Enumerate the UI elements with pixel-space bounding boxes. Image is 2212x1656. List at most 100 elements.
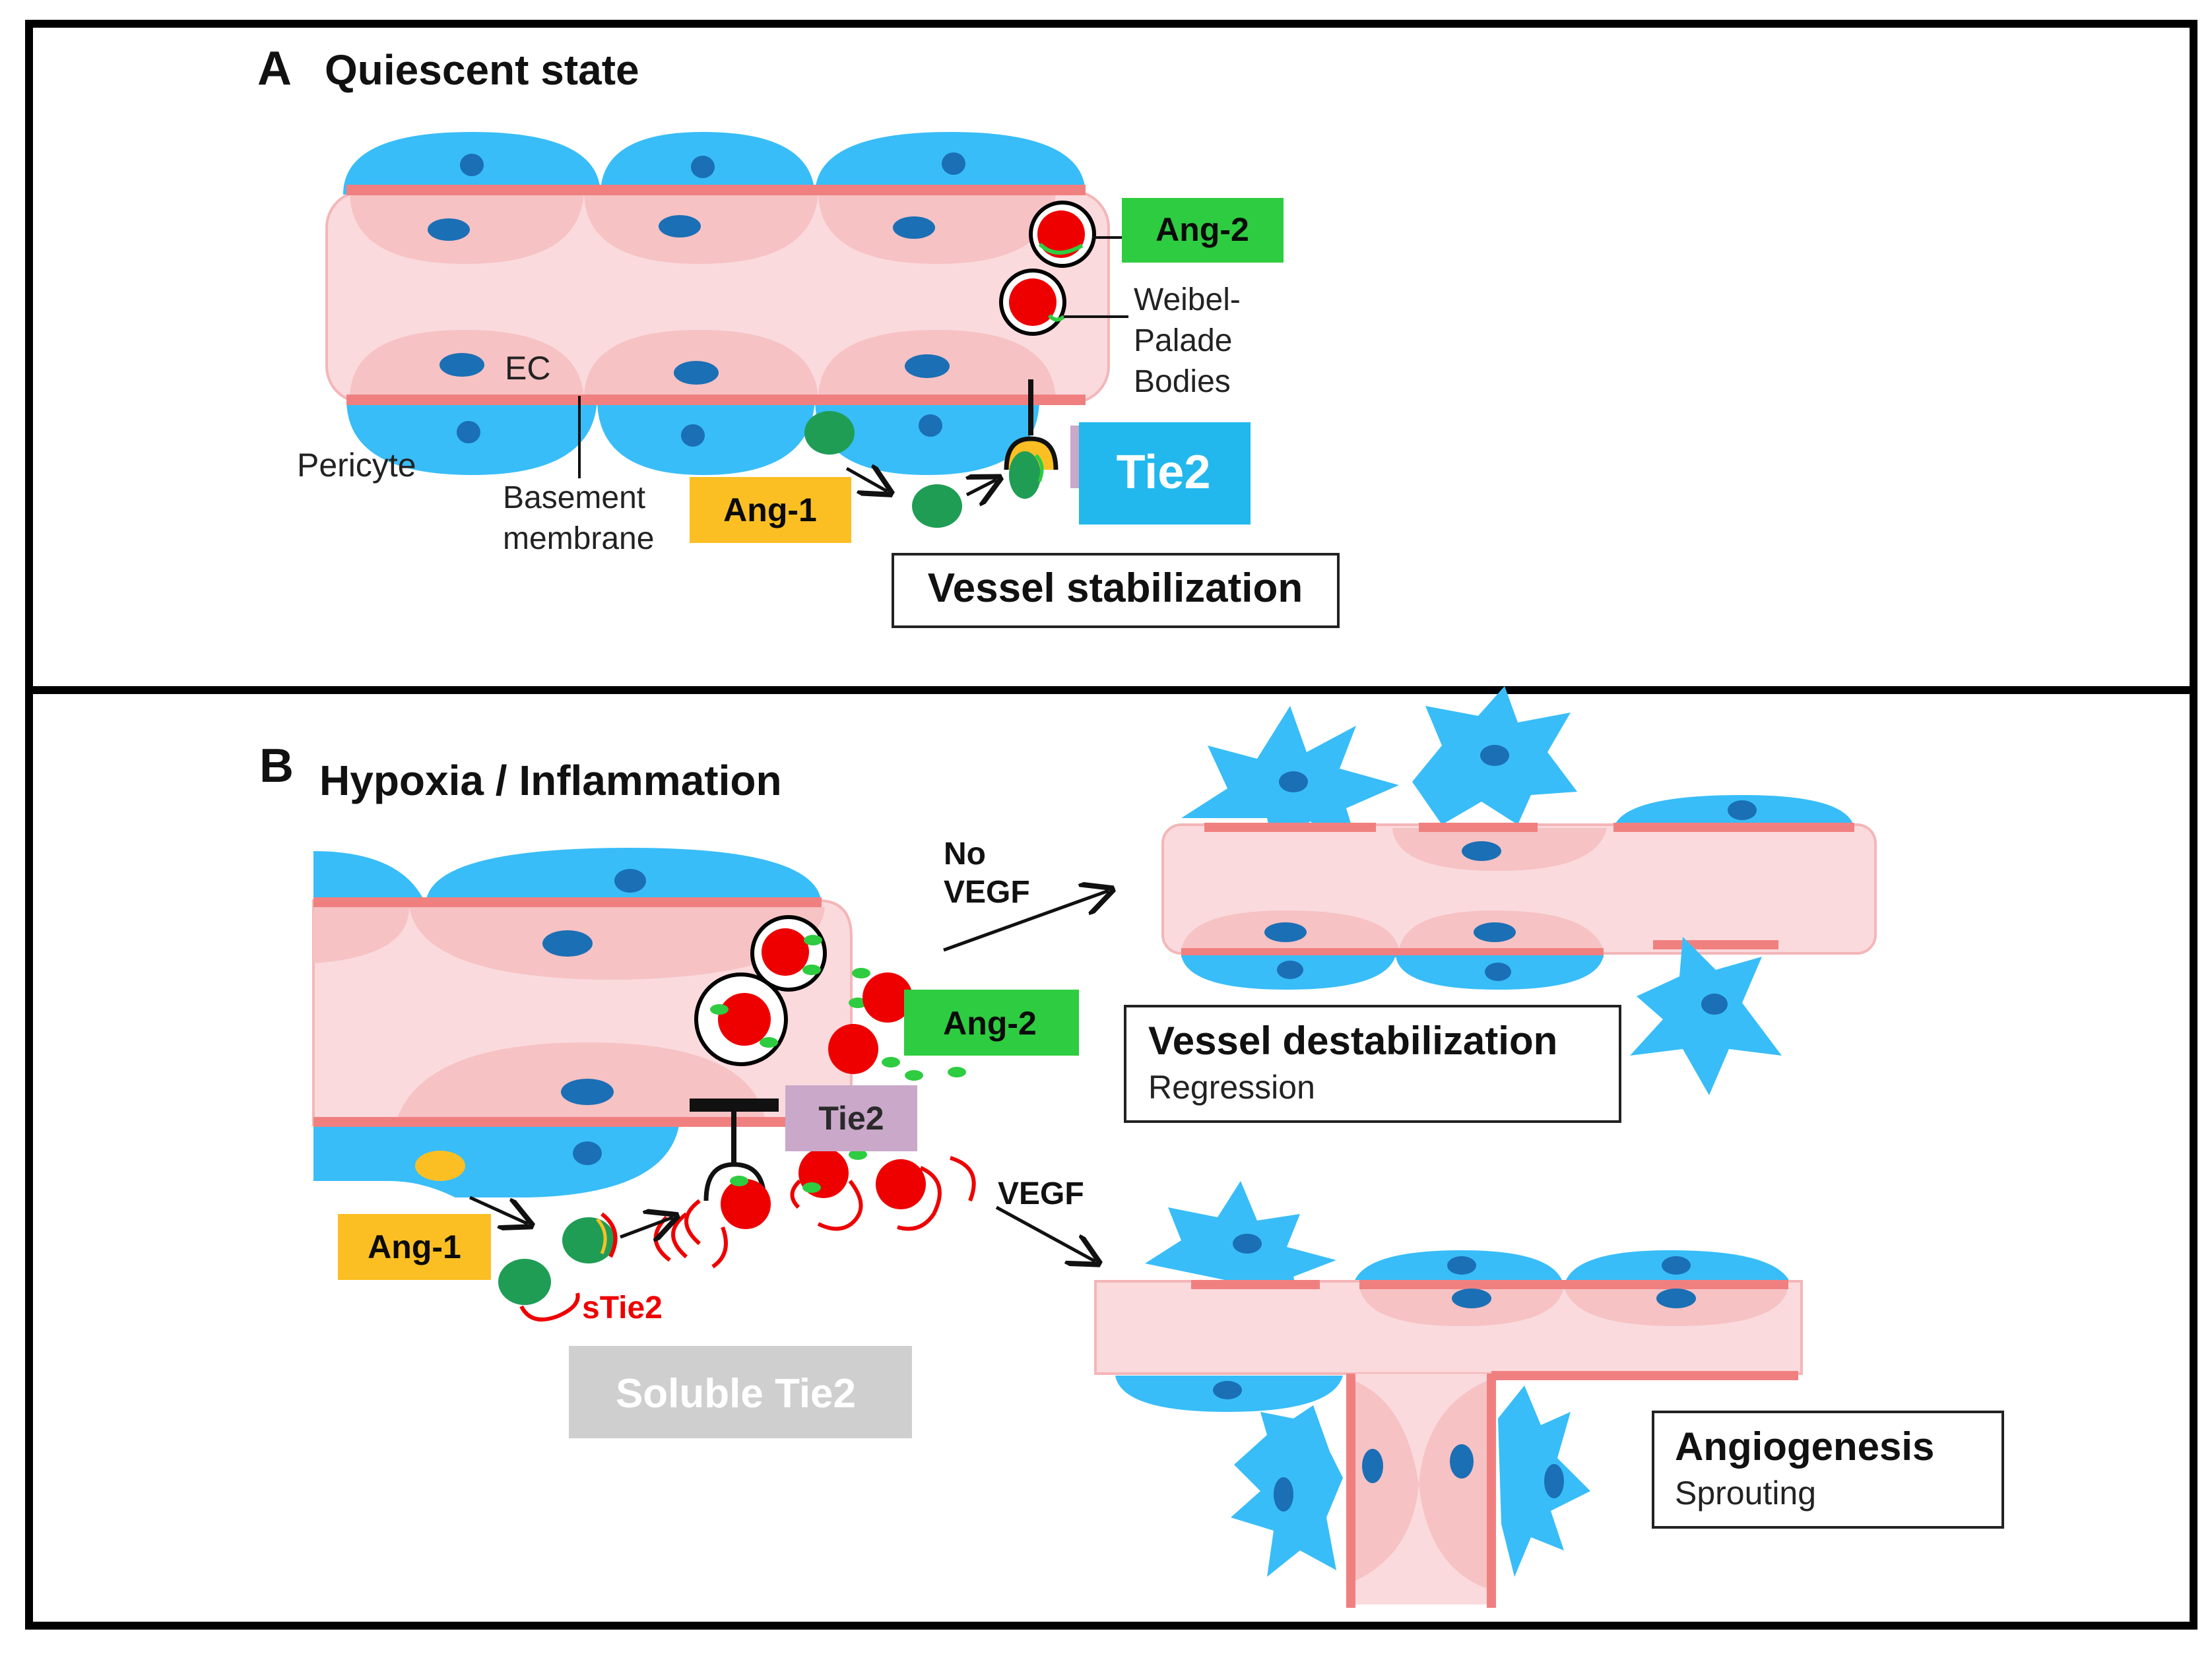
ang2-molecule: [862, 972, 913, 1023]
stie2-hook: [897, 1166, 942, 1231]
nucleus: [1277, 961, 1303, 979]
nucleus: [460, 154, 484, 176]
basement-membrane: [346, 395, 1086, 405]
nucleus: [561, 1079, 614, 1105]
angiogenesis-subtitle: Sprouting: [1675, 1475, 1816, 1512]
tie2-label: Tie2: [1117, 446, 1211, 499]
nucleus: [1544, 1464, 1564, 1498]
nucleus: [457, 421, 480, 443]
arrow: [967, 480, 996, 495]
ang2-label-box: [1122, 198, 1284, 263]
nucleus: [691, 156, 715, 178]
ang2-granule: [762, 928, 809, 976]
ang1-label-box: [690, 477, 851, 543]
ang1-label-box: [338, 1214, 491, 1280]
ang2-label-box: [904, 990, 1079, 1056]
nucleus: [614, 869, 646, 893]
ang1-molecule: [562, 1217, 615, 1263]
tie2-receptor-tab: [1070, 426, 1080, 488]
basement-membrane-fragment: [1204, 823, 1376, 832]
nucleus: [1701, 994, 1728, 1015]
ang2-molecule: [828, 1024, 878, 1074]
nucleus: [1485, 963, 1511, 981]
ang2-fragment: [710, 1004, 729, 1015]
panel-a-title: Quiescent state: [325, 46, 639, 94]
nucleus: [1656, 1289, 1696, 1308]
pericyte-cell: [313, 851, 426, 904]
tie2-receptor-cup: [703, 1162, 767, 1201]
ang2-fragment: [948, 1067, 966, 1077]
pericyte-label: Pericyte: [297, 447, 416, 484]
ang2-fragment: [730, 1176, 748, 1186]
ang1-edge: [596, 1218, 607, 1254]
panel-b-letter: B: [259, 740, 294, 792]
nucleus: [659, 215, 701, 238]
endothelial-cell: [818, 191, 1056, 264]
nucleus: [1447, 1256, 1476, 1275]
stie2-hook: [711, 1226, 728, 1269]
ang2-label: Ang-2: [1155, 211, 1249, 248]
nucleus: [542, 930, 593, 957]
pericyte-cell: [597, 399, 815, 475]
ang1-molecule: [1009, 451, 1041, 499]
ang2-granule-edge: [1047, 313, 1065, 322]
panel-a-letter: A: [257, 42, 292, 95]
ang2-granule-edge: [1038, 242, 1084, 255]
sprout-membrane: [1487, 1374, 1496, 1608]
tie2-label-box: [1079, 422, 1251, 525]
ang2-fragment: [849, 998, 867, 1008]
stie2-hook: [950, 1156, 976, 1202]
stie2-hook: [601, 1212, 618, 1258]
panel-b-title: Hypoxia / Inflammation: [319, 757, 782, 804]
nucleus: [428, 218, 470, 241]
ang2-molecule: [876, 1159, 926, 1209]
ang1-label: Ang-1: [723, 492, 817, 528]
no-vegf-label-line1: No: [944, 837, 986, 872]
basement-membrane: [346, 185, 1086, 195]
nucleus: [1662, 1256, 1691, 1275]
ec-label: EC: [505, 350, 550, 387]
wpb-label-line3: Bodies: [1134, 364, 1231, 399]
nucleus: [1474, 922, 1516, 942]
ang1-molecule: [804, 411, 855, 455]
ang2-fragment: [804, 935, 822, 945]
nucleus: [1274, 1477, 1293, 1512]
nucleus: [1480, 745, 1509, 766]
ang1-molecule: [498, 1259, 551, 1305]
ang2-granule: [1009, 278, 1057, 326]
basement-membrane-label-line2: membrane: [503, 521, 654, 556]
tie2-label-box: [785, 1085, 917, 1151]
sprout-tip-cell: [1350, 1379, 1419, 1583]
ang2-granule: [1037, 210, 1085, 258]
wpb-label-line2: Palade: [1134, 323, 1232, 358]
nucleus: [1233, 1234, 1262, 1254]
stie2-hook: [817, 1180, 863, 1231]
nucleus: [1728, 800, 1757, 820]
endothelial-cell: [313, 907, 409, 963]
nucleus: [942, 152, 965, 175]
ang1-molecule: [912, 484, 962, 528]
regressing-vessel: [1161, 686, 1877, 1095]
basement-membrane: [313, 897, 822, 907]
quiescent-vessel: [325, 132, 1110, 528]
endothelial-cell: [409, 907, 825, 980]
angiogenesis-box: [1652, 1411, 2004, 1529]
sprout-tip-cell: [1419, 1379, 1491, 1590]
arrow: [620, 1217, 673, 1237]
nucleus: [674, 361, 719, 385]
ang2-fragment: [882, 1057, 900, 1067]
nucleus: [1213, 1381, 1242, 1399]
ang2-molecule: [721, 1179, 771, 1229]
outcome-label: Vessel stabilization: [928, 565, 1303, 611]
pericyte-cell: [815, 399, 1039, 475]
vegf-label: VEGF: [998, 1176, 1084, 1211]
basement-membrane: [1359, 1280, 1788, 1289]
wpb-label-line1: Weibel-: [1134, 282, 1241, 317]
nucleus: [1452, 1289, 1491, 1308]
basement-membrane-fragment: [1181, 948, 1604, 957]
stie2-hook: [790, 1179, 802, 1209]
nucleus: [1264, 922, 1307, 942]
basement-membrane-fragment: [1419, 823, 1538, 832]
ang2-fragment: [852, 968, 870, 978]
